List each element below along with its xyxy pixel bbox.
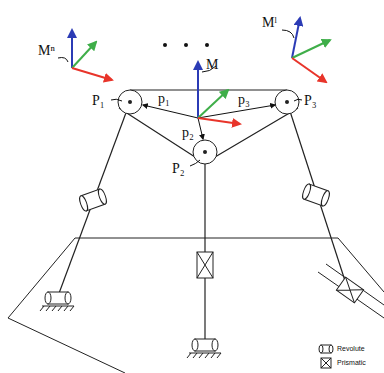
legend-text: Prismatic [337,359,366,366]
leader-line [58,58,68,63]
ellipsis-dot [163,43,167,47]
frame-axis [71,30,73,68]
frame-label: Mˡ [262,16,277,30]
frame-axis [292,40,330,58]
frame-axis [198,90,228,118]
prismatic-symbol [336,277,363,303]
prismatic-swatch [318,357,334,369]
ellipsis-dot [205,43,209,47]
leg-link [58,102,130,296]
frame-label: M [206,58,218,72]
vector-label: p₂ [182,126,194,140]
position-vector [143,105,198,118]
revolute-symbol [78,188,108,212]
revolute-symbol [187,339,221,358]
leader-line [294,99,302,101]
frame-label: Mⁿ [38,44,55,58]
frame-axis [197,62,199,118]
leader-line [190,160,200,166]
joint-label: P₃ [304,94,317,108]
frame-axis [72,68,112,80]
vector-label: p₁ [158,92,170,106]
joint-label: P₁ [92,94,105,108]
leader-line [111,99,122,101]
frame-axis [72,42,96,68]
prismatic-symbol [197,252,213,278]
slider-rail [318,264,384,318]
leader-line [282,30,294,38]
frame-axis [292,58,326,82]
ellipsis-dot [184,43,188,47]
frame-axis [292,18,300,58]
leg-link [287,102,348,290]
ground-plane [8,238,384,373]
legend-text: Revolute [337,345,365,352]
frame-axis [198,118,240,124]
joint-label: P₂ [172,162,185,176]
revolute-swatch [318,343,334,355]
revolute-symbol [40,292,74,311]
revolute-symbol [301,183,331,207]
joint-circle [193,140,217,164]
vector-label: p₃ [238,93,250,107]
position-vector [198,118,203,139]
joint-circle [118,90,142,114]
joint-circle [275,90,299,114]
